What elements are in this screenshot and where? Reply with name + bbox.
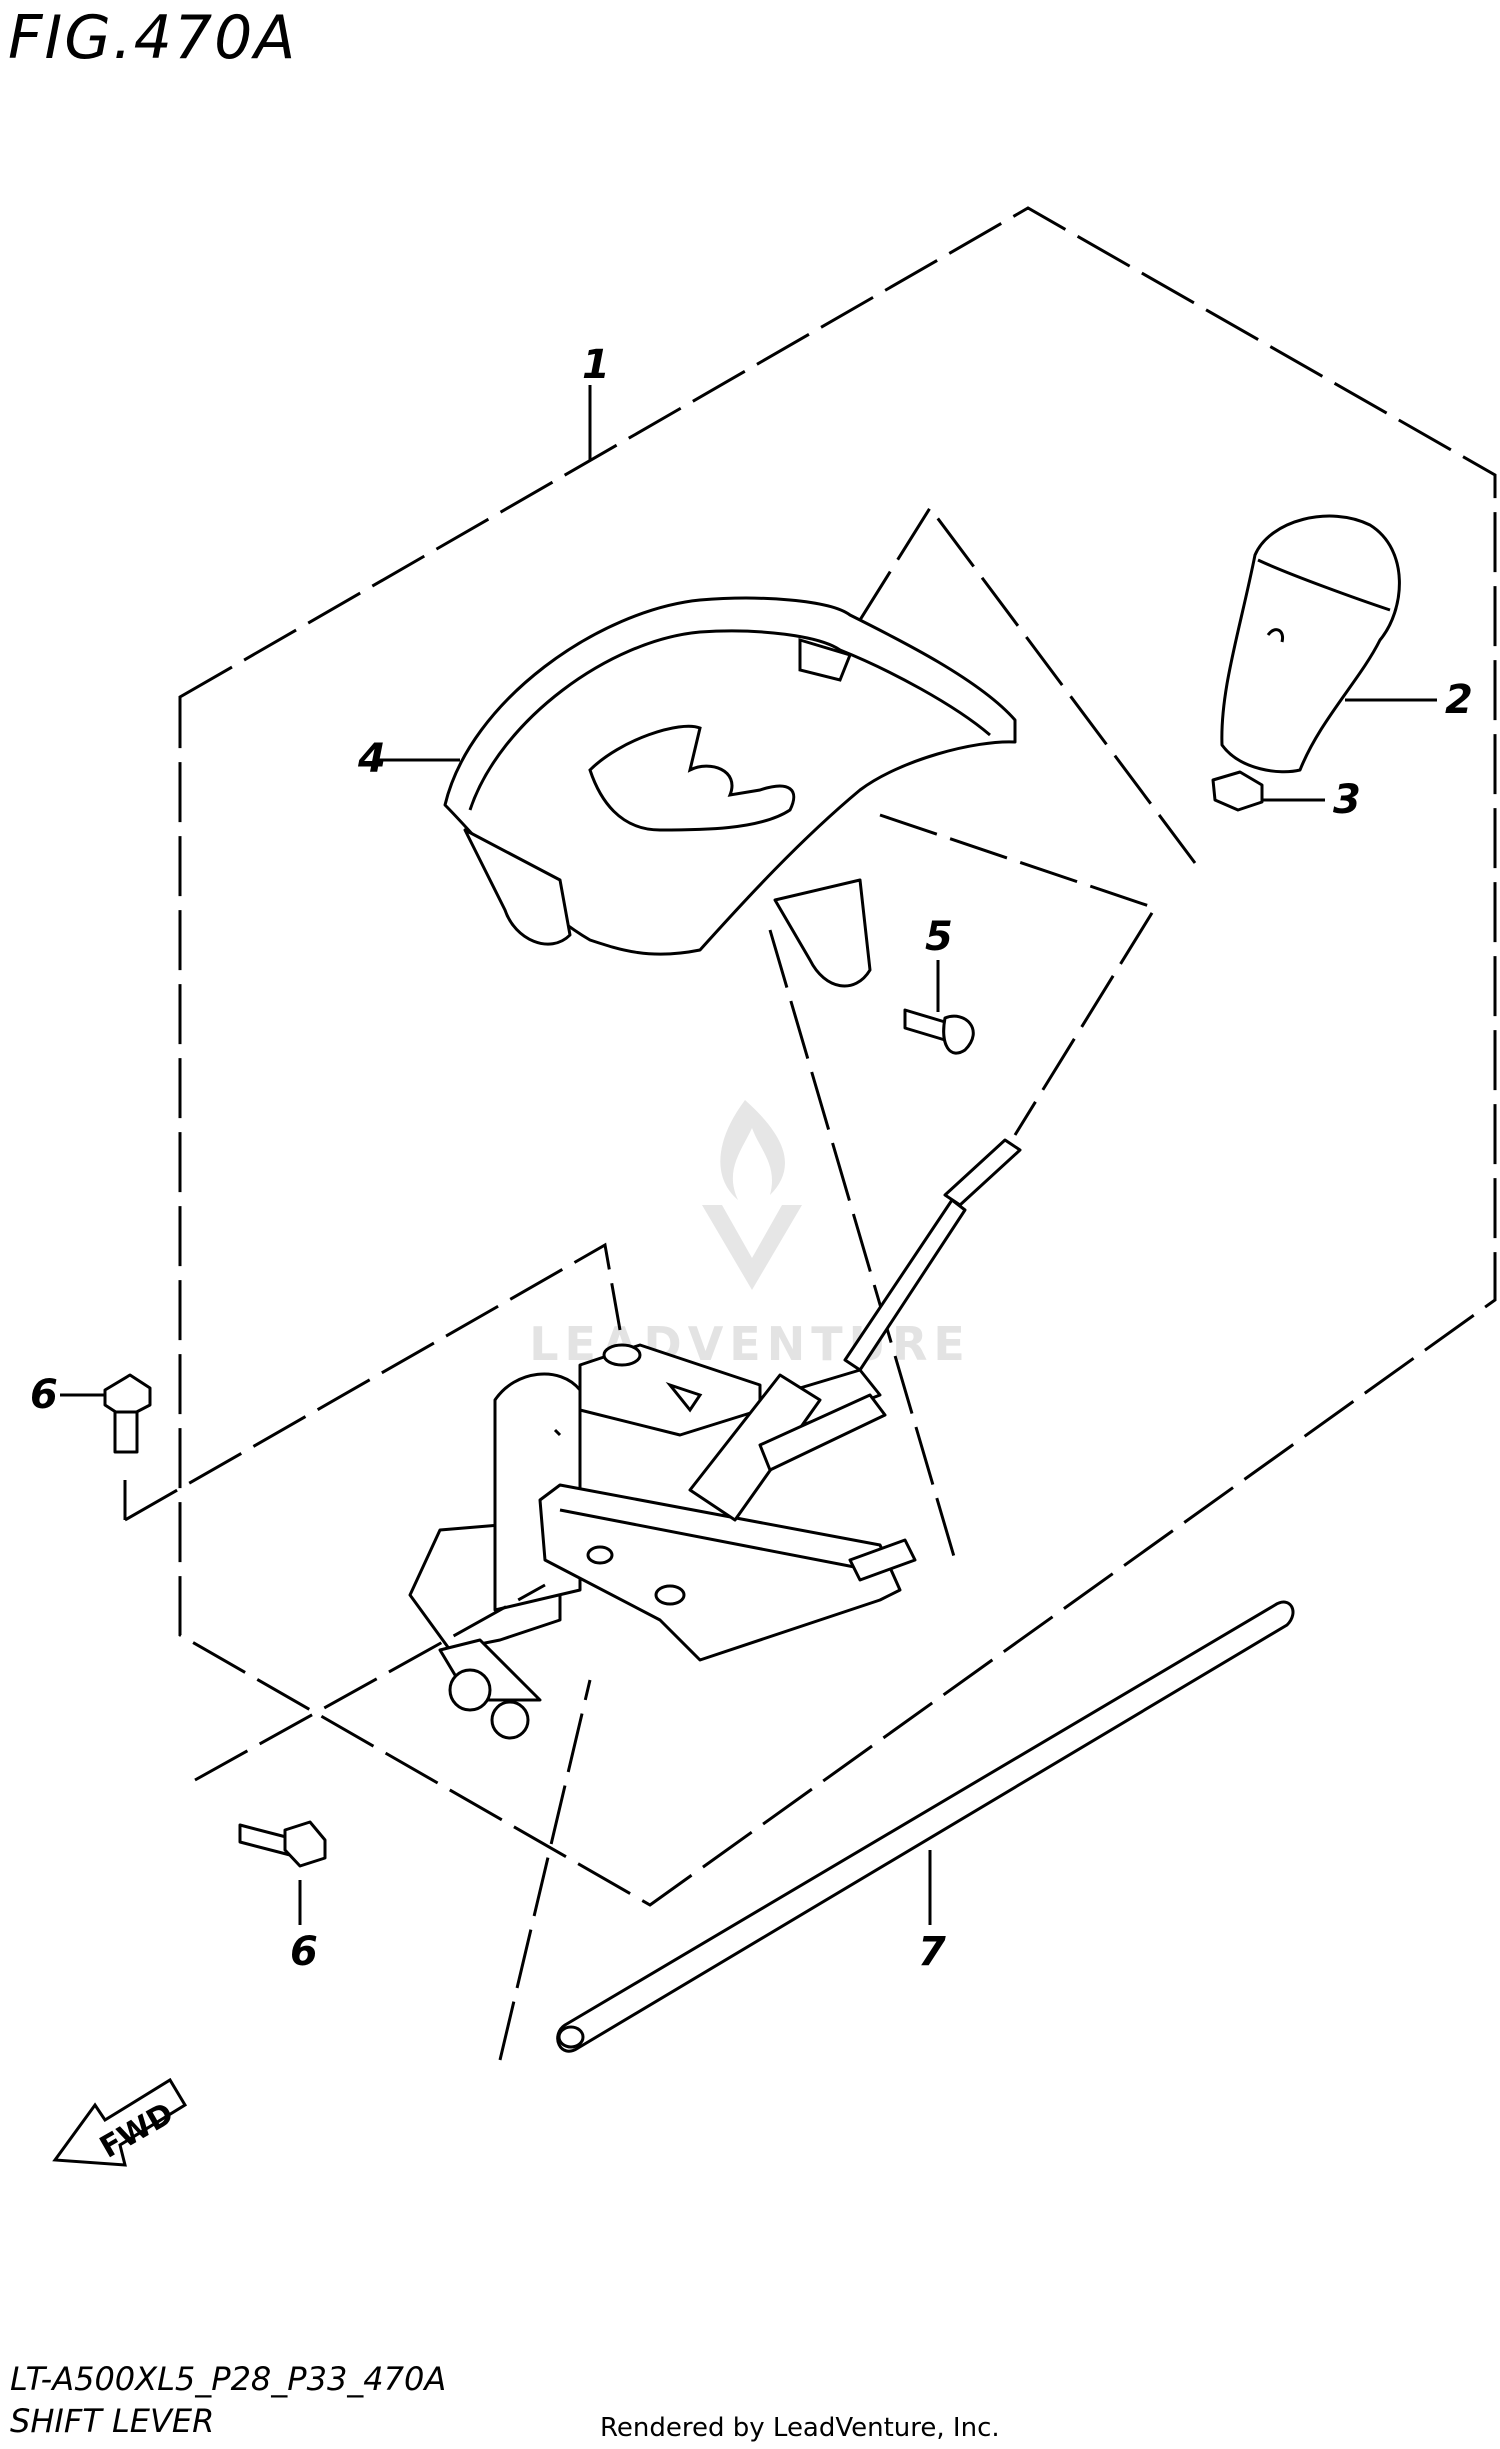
svg-text:4: 4 — [357, 736, 386, 782]
svg-text:1: 1 — [582, 342, 610, 388]
leadventure-watermark: LEADVENTURE — [529, 1100, 965, 1371]
callout-2[interactable]: 2 — [1345, 677, 1473, 723]
callout-6-upper[interactable]: 6 — [30, 1372, 127, 1520]
callout-3[interactable]: 3 — [1262, 777, 1361, 823]
fwd-arrow-icon: FWD — [52, 2077, 188, 2167]
lever-reference-lines — [768, 929, 957, 1561]
svg-text:7: 7 — [918, 1929, 946, 1975]
shift-rod[interactable] — [556, 1600, 1295, 2053]
svg-text:2: 2 — [1445, 677, 1473, 723]
callout-1[interactable]: 1 — [582, 342, 610, 460]
knob-nut[interactable] — [1211, 770, 1264, 812]
callout-7[interactable]: 7 — [498, 1679, 946, 2061]
figure-title: FIG.470A — [8, 3, 297, 73]
callout-4[interactable]: 4 — [357, 736, 460, 782]
section-name: SHIFT LEVER — [10, 2402, 214, 2440]
svg-text:6: 6 — [290, 1929, 318, 1975]
bracket-reference-lines — [124, 1242, 622, 1522]
callout-5[interactable]: 5 — [925, 914, 953, 1012]
rendered-by-credit: Rendered by LeadVenture, Inc. — [600, 2413, 1000, 2443]
assembly-outline — [178, 206, 1497, 1907]
cover-bolt[interactable] — [903, 1008, 975, 1055]
mounting-bolt-upper[interactable] — [103, 1373, 152, 1454]
svg-text:3: 3 — [1333, 777, 1361, 823]
model-code: LT-A500XL5_P28_P33_470A — [10, 2360, 446, 2398]
shift-lever-mechanism[interactable] — [408, 1138, 1022, 1740]
shift-lever-cover[interactable] — [443, 596, 1017, 988]
callout-6-lower[interactable]: 6 — [194, 1583, 546, 1975]
svg-text:5: 5 — [925, 914, 953, 960]
knob-reference-lines — [833, 505, 1197, 864]
mounting-bolt-lower[interactable] — [238, 1820, 327, 1868]
svg-text:6: 6 — [30, 1372, 58, 1418]
shift-knob[interactable] — [1220, 514, 1401, 774]
cover-reference-lines — [879, 813, 1158, 1136]
